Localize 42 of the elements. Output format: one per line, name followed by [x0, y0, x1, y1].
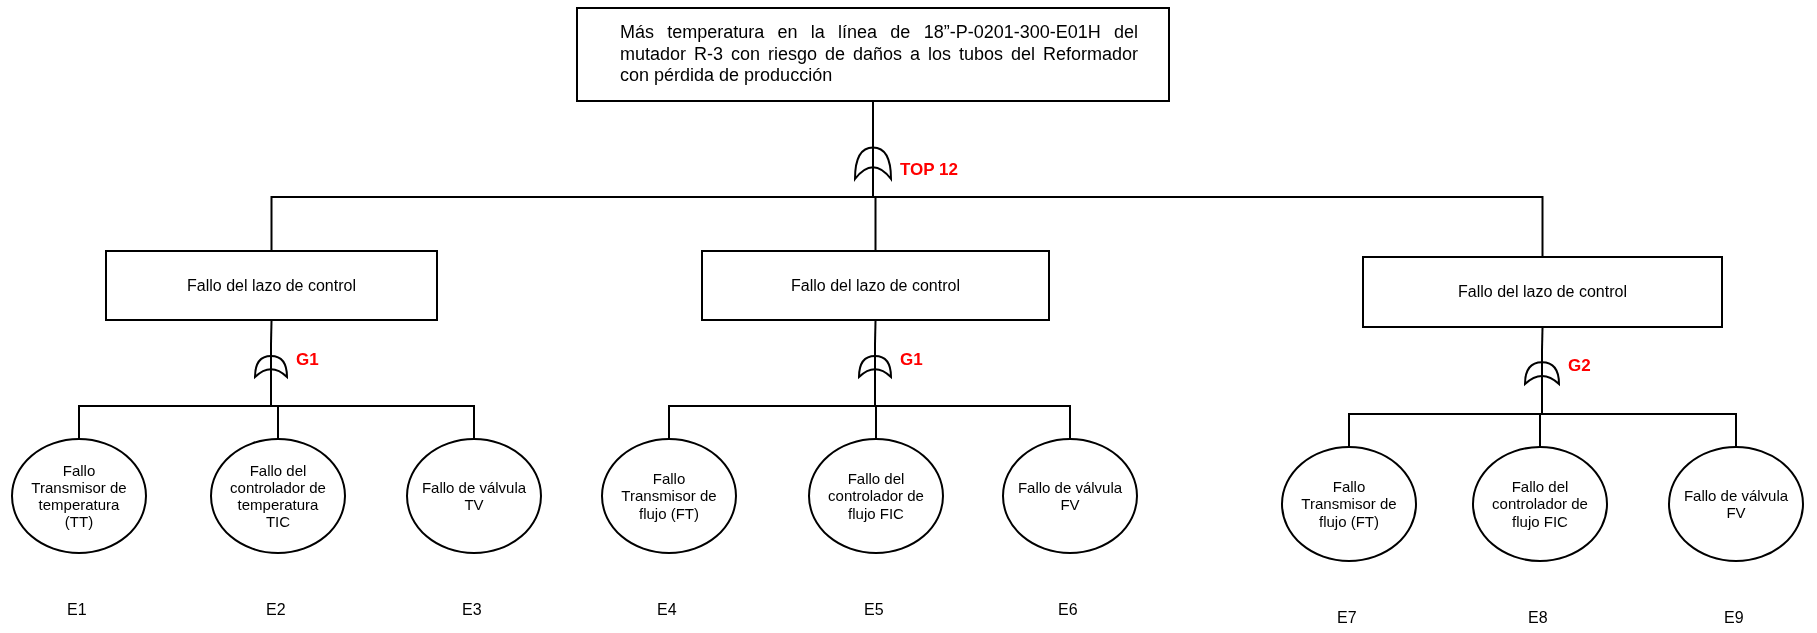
event-code: E6	[1058, 601, 1078, 619]
event-box	[701, 250, 1050, 321]
event-code: E9	[1724, 609, 1744, 627]
event-code: E3	[462, 601, 482, 619]
event-code: E1	[67, 601, 87, 619]
or-gate-symbol	[858, 344, 892, 378]
event-text: Fallo de válvula FV	[1016, 478, 1124, 514]
event-text: Fallo del lazo de control	[791, 275, 960, 296]
event-box	[576, 7, 1170, 102]
or-gate-symbol	[1524, 350, 1560, 385]
event-text: Más temperatura en la línea de 18”-P-0201-300-E01H del mutador R-3 con riesgo de daños a los tubos del Reformador con pérdida de producción	[619, 22, 1139, 87]
event-code: E2	[266, 601, 286, 619]
event-text: Fallo del lazo de control	[187, 275, 356, 296]
event-box	[1362, 256, 1723, 328]
event-text: Fallo Transmisor de flujo (FT)	[620, 470, 718, 522]
gate-label: G1	[900, 350, 923, 370]
event-box	[105, 250, 438, 321]
gate-label: G1	[296, 350, 319, 370]
event-code: E5	[864, 601, 884, 619]
gate-label: TOP 12	[900, 160, 958, 180]
or-gate-symbol	[254, 344, 288, 378]
event-code: E7	[1337, 609, 1357, 627]
event-code: E8	[1528, 609, 1548, 627]
connector-line	[270, 320, 273, 345]
event-text: Fallo Transmisor de temperatura (TT)	[30, 461, 128, 531]
event-code: E4	[657, 601, 677, 619]
event-text: Fallo del lazo de control	[1458, 282, 1627, 302]
event-text: Fallo del controlador de flujo FIC	[1491, 478, 1589, 530]
connector-line	[872, 101, 874, 131]
gate-label: G2	[1568, 356, 1591, 376]
connector-line	[874, 320, 877, 345]
connector-line	[874, 377, 1071, 439]
event-text: Fallo de válvula TV	[420, 478, 528, 514]
event-text: Fallo del controlador de flujo FIC	[827, 470, 925, 522]
event-text: Fallo del controlador de temperatura TIC	[229, 461, 327, 531]
event-text: Fallo de válvula FV	[1682, 486, 1790, 522]
connector-line	[872, 179, 1544, 257]
connector-line	[270, 377, 475, 439]
or-gate-symbol	[854, 130, 892, 180]
connector-line	[1541, 384, 1737, 447]
connector-line	[1541, 327, 1544, 351]
event-text: Fallo Transmisor de flujo (FT)	[1300, 478, 1398, 530]
